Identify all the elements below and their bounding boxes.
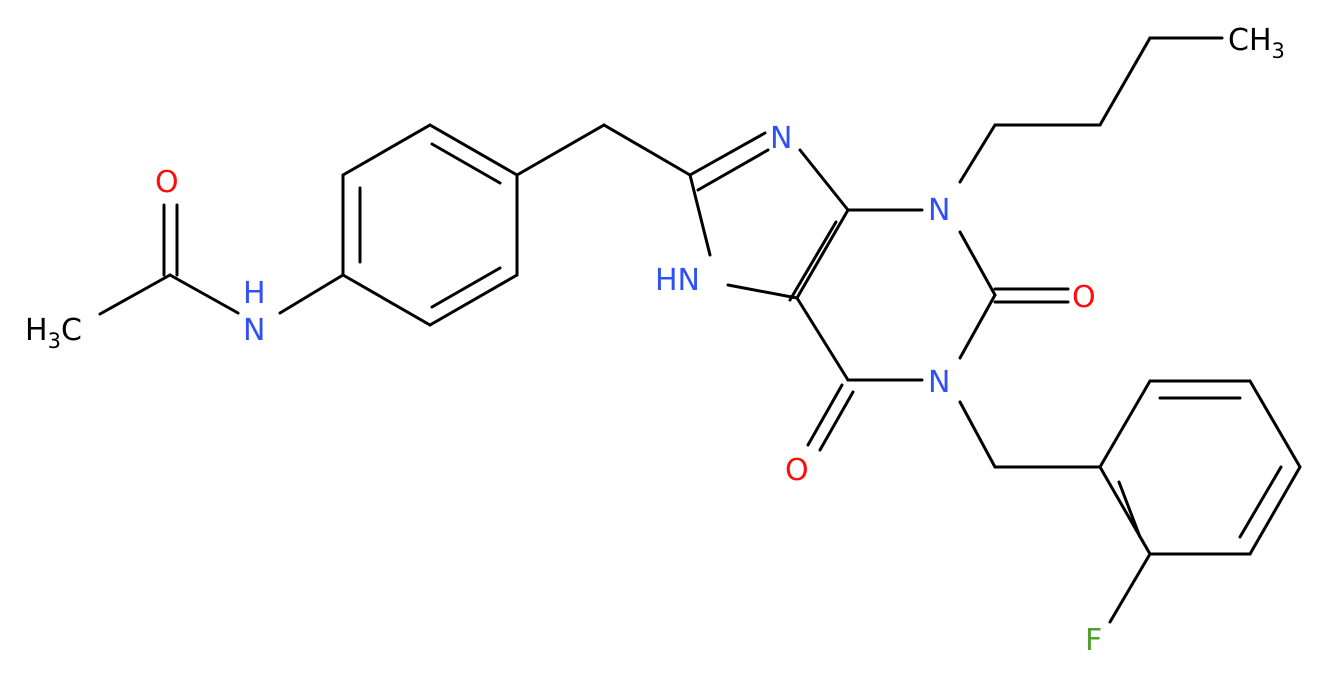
bond-ph-inner2 bbox=[430, 142, 502, 185]
bond-fb6 bbox=[1098, 465, 1152, 556]
bond-ph-inner3 bbox=[430, 266, 502, 309]
bond-n3-butyl1 bbox=[958, 123, 997, 184]
atom-n1: N bbox=[928, 365, 950, 400]
atom-c2-o: O bbox=[1072, 280, 1096, 315]
atom-acetyl-ch3: H3C bbox=[25, 313, 82, 353]
atom-amide-n: N bbox=[243, 313, 265, 348]
bond-ph2 bbox=[341, 123, 432, 177]
atom-labels: H3C O N H HN N N N O O CH3 F bbox=[25, 23, 1285, 658]
bond-c6-o-b bbox=[818, 390, 855, 452]
atom-imidazole-n: N bbox=[770, 121, 792, 156]
bond-methyl-carbonyl bbox=[98, 273, 172, 316]
atom-butyl-sub: 3 bbox=[1272, 39, 1285, 63]
atom-n3: N bbox=[928, 193, 950, 228]
bond-c8-n9-b bbox=[696, 148, 770, 192]
bond-c4-c5-a bbox=[795, 208, 850, 300]
bond-ph6 bbox=[341, 273, 432, 327]
atom-butyl-ch3: CH3 bbox=[1228, 23, 1285, 63]
atom-amide-h: H bbox=[243, 276, 266, 311]
bond-fb-inner3 bbox=[1117, 480, 1142, 539]
bond-fb-f bbox=[1108, 552, 1152, 624]
atom-acetyl-ch3-c: C bbox=[61, 313, 82, 348]
bond-n1-ch2 bbox=[958, 400, 997, 469]
bond-fb3 bbox=[1248, 379, 1302, 469]
bond-ring-ch2 bbox=[515, 123, 606, 177]
bond-nh-c5 bbox=[726, 283, 799, 300]
bond-fb4 bbox=[1248, 465, 1302, 556]
bond-ch2-c8 bbox=[602, 123, 692, 177]
bonds bbox=[98, 36, 1302, 624]
atom-imidazole-nh: HN bbox=[655, 263, 700, 298]
atom-acetyl-ch3-sub: 3 bbox=[48, 329, 61, 353]
bond-carbonyl-nh bbox=[168, 273, 240, 315]
bond-fb1 bbox=[1098, 379, 1152, 469]
bond-ph5 bbox=[428, 273, 519, 327]
atom-c6-o: O bbox=[785, 453, 809, 488]
bond-c6-c5 bbox=[795, 296, 850, 382]
atom-butyl-ch: CH bbox=[1228, 23, 1272, 58]
bond-butyl23 bbox=[1098, 36, 1152, 127]
bond-c8-nh bbox=[688, 173, 712, 257]
atom-amide-o: O bbox=[155, 165, 179, 200]
bond-n9-c4 bbox=[798, 148, 850, 212]
bond-fb-inner2 bbox=[1238, 465, 1283, 539]
bond-n3-c2 bbox=[958, 230, 997, 297]
bond-c6-o-a bbox=[806, 383, 844, 447]
bond-c4-c5-b bbox=[788, 220, 838, 302]
bond-c2-n1 bbox=[958, 293, 997, 360]
bond-nh-ring bbox=[278, 273, 345, 315]
bond-c8-n9-a bbox=[688, 131, 767, 177]
atom-fluorine: F bbox=[1085, 623, 1102, 658]
atom-acetyl-ch3-h: H bbox=[25, 313, 48, 348]
bond-ph3 bbox=[428, 123, 519, 177]
